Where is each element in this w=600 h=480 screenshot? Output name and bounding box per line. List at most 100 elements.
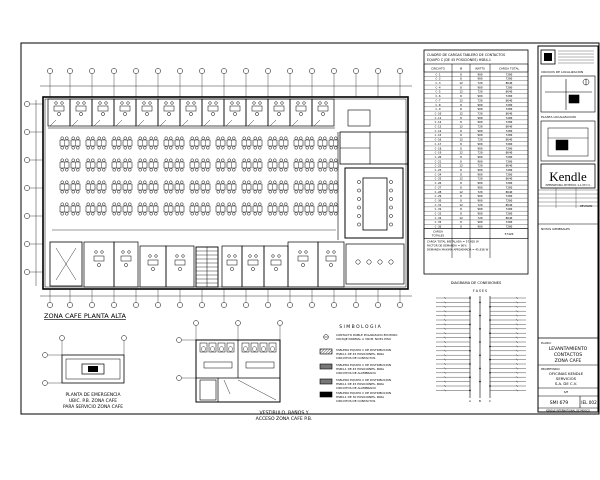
table-cell: C-16 <box>435 138 442 142</box>
workstation <box>70 202 81 216</box>
breaker-mark <box>515 345 519 348</box>
workstation <box>317 180 328 194</box>
conference-chair <box>389 197 393 201</box>
door-swing <box>247 119 255 127</box>
office-chair <box>167 112 171 116</box>
bus-connection-dot <box>489 306 491 308</box>
toilet-stall <box>250 342 259 353</box>
breaker-mark <box>515 301 519 304</box>
office-chair <box>255 112 259 116</box>
site-marker <box>568 94 580 104</box>
legend-item-text: CIRCUITOS DE CONTACTOS <box>336 399 375 403</box>
office <box>317 241 345 288</box>
workstation <box>163 180 174 194</box>
office-desk <box>163 105 175 112</box>
workstation <box>122 158 133 172</box>
office-chair <box>181 254 185 258</box>
bus-connection-dot <box>489 319 491 321</box>
office-chair <box>126 101 130 105</box>
workstation <box>200 180 211 194</box>
table-cell: 8 <box>460 198 462 202</box>
load-table-title-2: EQUIPO C (DE 45 POSICIONES) HSB4-1 <box>427 58 491 62</box>
service-core <box>339 109 409 165</box>
grid-axis-bubble <box>24 157 30 163</box>
table-cell: C-27 <box>435 185 442 189</box>
workstation <box>70 158 81 172</box>
vestibule-label-2: ACCESO ZONA CAFE P.B. <box>256 416 313 422</box>
table-cell: 8640 <box>506 164 513 168</box>
office-chair <box>148 254 152 258</box>
breaker-mark <box>515 384 519 388</box>
door-swing <box>181 119 189 127</box>
workstation <box>215 136 226 150</box>
grid-axis-bubble <box>89 68 95 74</box>
table-cell: 8 <box>460 116 462 120</box>
table-cell: C-12 <box>435 120 442 124</box>
office-chair <box>332 250 336 254</box>
table-cell: 900 <box>477 77 482 81</box>
table-cell: 900 <box>477 129 482 133</box>
office-desk <box>53 105 65 112</box>
plano-line-3: ZONA CAFE <box>555 358 582 364</box>
grid-axis-bubble <box>199 302 205 308</box>
office-chair <box>98 101 102 105</box>
bus-connection-dot <box>489 345 491 348</box>
workstation <box>59 180 70 194</box>
table-cell: C-31 <box>435 203 442 207</box>
grid-axis-bubble <box>89 302 95 308</box>
toilet <box>201 346 206 352</box>
grid-axis-bubble <box>397 302 403 308</box>
breaker-mark <box>443 345 447 348</box>
breaker-mark <box>443 332 447 335</box>
office-chair <box>304 250 308 254</box>
office-chair <box>321 112 325 116</box>
office-chair <box>189 112 193 116</box>
legend-item-text: TABLERO EQUIPO C DE DISTRIBUCION <box>335 348 391 352</box>
office-desk <box>207 105 219 112</box>
table-cell: 720 <box>477 90 482 94</box>
workstation <box>293 136 304 150</box>
table-cell: 7200 <box>506 155 513 159</box>
kitchen-area <box>345 243 405 285</box>
table-cell: C-1 <box>435 72 440 76</box>
legend-item-text: CIRCUITOS DE CONTACTOS <box>336 356 375 360</box>
table-cell: 8 <box>460 142 462 146</box>
table-cell: 8640 <box>506 216 513 220</box>
office-chair <box>101 112 105 116</box>
workstation <box>189 136 200 150</box>
breaker-mark <box>515 371 519 374</box>
table-cell: 720 <box>477 138 482 142</box>
table-cell: 900 <box>477 142 482 146</box>
table-cell: 720 <box>477 190 482 194</box>
workstation <box>293 158 304 172</box>
office-desk <box>93 255 105 262</box>
table-cell: 900 <box>477 155 482 159</box>
breaker-mark <box>515 354 519 357</box>
workstation <box>96 202 107 216</box>
table-cell: 7200 <box>506 172 513 176</box>
table-cell: 7200 <box>506 220 513 224</box>
table-cell: 8 <box>460 103 462 107</box>
plan-title: ZONA CAFE PLANTA ALTA <box>44 312 126 320</box>
door-swing <box>203 119 211 127</box>
grid-axis-bubble <box>67 302 73 308</box>
office-chair <box>170 101 174 105</box>
table-cell: 8 <box>460 194 462 198</box>
door-swing <box>71 119 79 127</box>
workstation <box>148 136 159 150</box>
cliente-line-2: SERVICIOS <box>556 376 577 381</box>
office-chair <box>54 101 58 105</box>
table-cell: 900 <box>477 120 482 124</box>
office-chair <box>211 112 215 116</box>
table-cell: 8640 <box>506 90 513 94</box>
workstation <box>278 180 289 194</box>
table-cell: 12 <box>459 190 463 194</box>
table-total-value: 57420 <box>505 232 514 236</box>
office-chair <box>274 267 278 271</box>
table-note: CARGA TOTAL INSTALADA = 57,420 W <box>427 240 479 244</box>
table-cell: C-28 <box>435 190 442 194</box>
cafe-table <box>388 259 394 265</box>
table-cell: 7200 <box>506 225 513 229</box>
table-cell: 8640 <box>506 151 513 155</box>
